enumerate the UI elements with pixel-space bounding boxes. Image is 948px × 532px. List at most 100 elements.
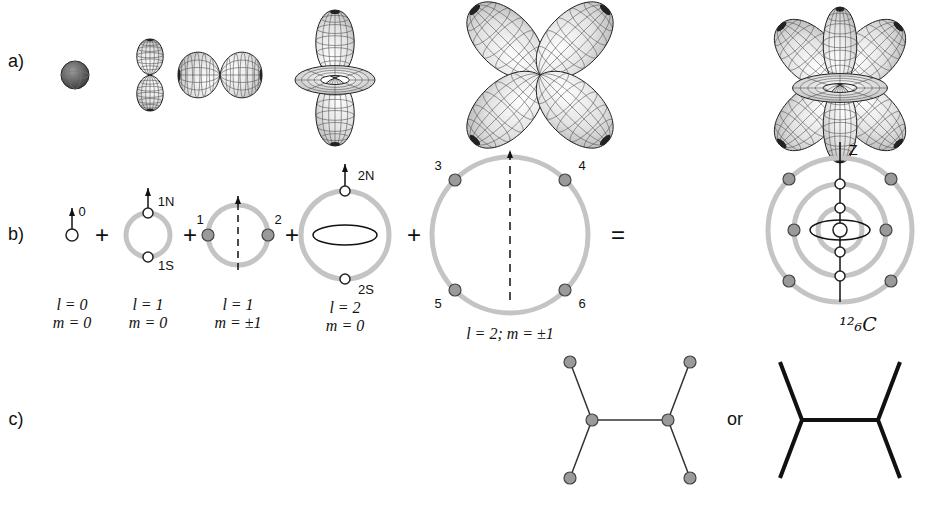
s-orbital: [61, 61, 89, 89]
callout-number: 1N: [158, 195, 175, 209]
dz2-orbital: [295, 10, 375, 146]
d0-ring-model: [344, 164, 346, 186]
ball-stick-molecule: [564, 356, 576, 368]
quantum-number: l = 1: [132, 296, 163, 314]
label-slot: +: [183, 222, 197, 248]
carbon-ring-model: [768, 142, 912, 302]
label-slot: l = 1: [132, 296, 163, 314]
dz2-orbital: [295, 66, 375, 95]
label-slot: l = 2; m = ±1: [466, 325, 554, 343]
label-slot: l = 0: [56, 296, 87, 314]
pz-orbital: [137, 39, 163, 75]
quantum-number: m = 0: [129, 314, 167, 332]
label-slot: 2N: [358, 169, 375, 183]
ball-stick-molecule: [586, 414, 598, 426]
operator-sign: +: [95, 222, 109, 248]
label-slot: or: [727, 410, 743, 430]
s-orbital: [61, 61, 89, 89]
isotope-symbol: ¹²₆C: [839, 314, 876, 335]
d0-ring-model: [301, 164, 389, 284]
p0-ring-model: [143, 208, 153, 218]
label-slot: l = 2: [329, 299, 360, 317]
carbon-ring-model: [788, 224, 800, 236]
quantum-number: m = ±1: [214, 314, 261, 332]
callout-number: 1: [196, 213, 203, 227]
dxz-orbital: [520, 55, 626, 161]
pz-orbital: [137, 75, 163, 111]
carbon-ring-model: [810, 220, 870, 240]
panel-letter: a): [8, 52, 24, 72]
d1-ring-model: [559, 174, 571, 186]
label-slot: Z: [848, 142, 857, 159]
label-slot: 4: [578, 159, 585, 173]
carbon-ring-model: [833, 223, 847, 237]
carbon-ring-model: [783, 173, 795, 185]
panel-letter: b): [8, 225, 24, 245]
axis-label: Z: [848, 142, 857, 159]
d0-ring-model: [313, 225, 377, 245]
s-orbital: [69, 61, 81, 89]
d1-ring-model: [432, 150, 588, 313]
label-slot: m = 0: [129, 314, 167, 332]
label-slot: a): [8, 52, 24, 72]
label-slot: c): [9, 410, 24, 430]
p1-ring-model: [237, 196, 239, 270]
ball-stick-molecule: [564, 356, 696, 484]
label-slot: m = ±1: [214, 314, 261, 332]
carbon-ring-model: [880, 224, 892, 236]
carbon-ring-model: [835, 203, 845, 213]
panel-letter: c): [9, 410, 24, 430]
px-orbital: [220, 52, 262, 98]
label-slot: =: [611, 222, 625, 248]
label-slot: m = 0: [326, 317, 364, 335]
label-slot: +: [407, 222, 421, 248]
px-orbital: [178, 52, 262, 98]
label-slot: 3: [434, 159, 441, 173]
p1-ring-model: [202, 196, 274, 270]
label-slot: 2: [274, 213, 281, 227]
label-slot: 1: [196, 213, 203, 227]
callout-number: 0: [78, 205, 85, 219]
dxz-orbital: [453, 0, 626, 162]
ball-stick-molecule: [684, 472, 696, 484]
label-slot: ¹²₆C: [839, 314, 876, 335]
label-slot: 1S: [158, 259, 174, 273]
carbon-ring-model: [835, 247, 845, 257]
skeletal-molecule: [780, 362, 900, 478]
p0-ring-model: [143, 252, 153, 262]
d0-ring-model: [301, 191, 389, 279]
quantum-number: m = 0: [53, 314, 91, 332]
label-slot: +: [285, 222, 299, 248]
operator-sign: +: [183, 222, 197, 248]
pz-orbital: [137, 39, 163, 111]
operator-sign: +: [285, 222, 299, 248]
s-orbital: [61, 71, 89, 79]
carbon-ring-model: [885, 275, 897, 287]
quantum-number: l = 1: [222, 296, 253, 314]
s-ring-model: [66, 229, 78, 241]
p0-ring-model: [126, 213, 170, 257]
px-orbital: [178, 52, 220, 98]
d1-ring-model: [449, 174, 461, 186]
callout-number: 3: [434, 159, 441, 173]
operator-sign: +: [407, 222, 421, 248]
d1-ring-model: [449, 284, 461, 296]
p0-ring-model: [147, 188, 149, 208]
label-slot: 1N: [158, 195, 175, 209]
ball-stick-molecule: [684, 356, 696, 368]
skeletal-molecule: [780, 362, 900, 478]
carbon-ring-model: [783, 275, 795, 287]
carbon-ring-model: [835, 179, 845, 189]
d0-ring-model: [340, 274, 350, 284]
p1-ring-model: [202, 229, 214, 241]
carbon-ring-model: [885, 173, 897, 185]
callout-number: 2: [274, 213, 281, 227]
label-slot: +: [95, 222, 109, 248]
callout-number: 4: [578, 159, 585, 173]
callout-number: 6: [578, 297, 585, 311]
d1-ring-model: [559, 284, 571, 296]
operator-sign: =: [611, 222, 625, 248]
p1-ring-model: [262, 229, 274, 241]
carbon-ring-model: [835, 271, 845, 281]
